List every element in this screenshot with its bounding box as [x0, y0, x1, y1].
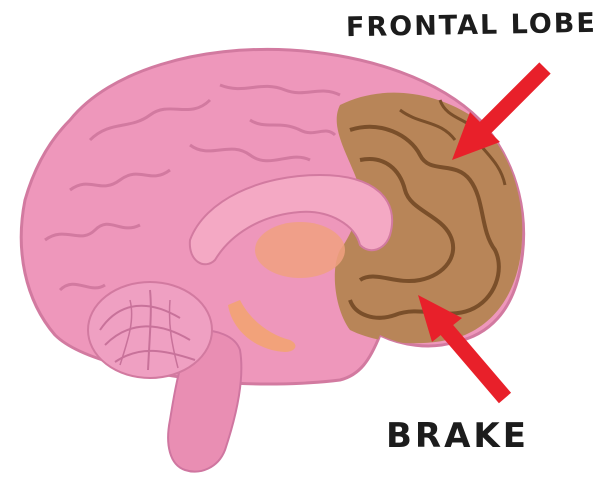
thalamus	[255, 222, 345, 278]
brake-label: BRAKE	[386, 416, 529, 456]
cerebellum	[88, 282, 212, 378]
frontal-lobe-label: FRONTAL LOBE	[346, 8, 597, 43]
